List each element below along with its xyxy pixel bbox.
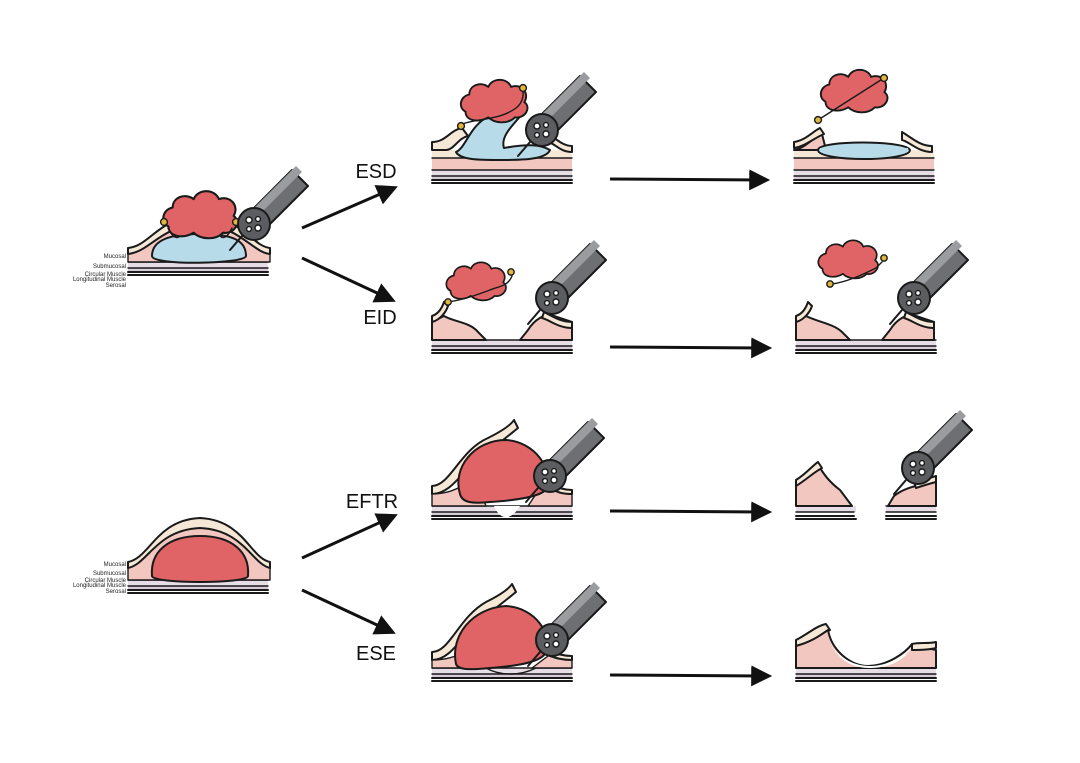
layer-label-longitudinal-muscle: Longitudinal Muscle xyxy=(73,277,127,283)
label-esd: ESD xyxy=(355,161,396,183)
layer-label-serosal-2: Serosal xyxy=(106,589,126,595)
layer-label-mucosal: Mucosal xyxy=(104,254,126,260)
ese-result xyxy=(795,623,937,682)
esd-result xyxy=(793,68,935,184)
eftr-result xyxy=(795,409,973,520)
label-ese: ESE xyxy=(356,643,396,665)
initial-lesion-superficial: Mucosal Submucosal Circular Muscle Longi… xyxy=(73,165,309,289)
layer-label-serosal: Serosal xyxy=(106,283,126,289)
arrow-to-esd xyxy=(301,185,398,230)
arrow-eid-result xyxy=(609,337,773,359)
layer-label-longitudinal-muscle-2: Longitudinal Muscle xyxy=(73,583,127,589)
arrow-to-eid xyxy=(301,256,396,303)
eid-result xyxy=(795,239,969,354)
label-eftr: EFTR xyxy=(346,491,398,513)
arrow-esd-result xyxy=(609,169,771,191)
arrow-ese-result xyxy=(609,665,773,687)
layer-label-mucosal-2: Mucosal xyxy=(104,562,126,568)
arrow-to-eftr xyxy=(301,513,398,560)
ese-step xyxy=(431,581,607,682)
esd-step xyxy=(431,71,597,184)
layer-label-submucosal-2: Submucosal xyxy=(93,571,126,577)
layer-label-circular-muscle-2: Circular Muscle xyxy=(85,578,127,584)
initial-lesion-deep: Mucosal Submucosal Circular Muscle Longi… xyxy=(73,517,271,595)
layer-label-submucosal: Submucosal xyxy=(93,264,126,270)
arrow-eftr-result xyxy=(609,501,773,523)
layer-label-circular-muscle: Circular Muscle xyxy=(85,272,127,278)
label-eid: EID xyxy=(363,307,396,329)
arrow-to-ese xyxy=(301,588,396,635)
eid-step xyxy=(431,239,607,354)
eftr-step xyxy=(431,417,605,520)
